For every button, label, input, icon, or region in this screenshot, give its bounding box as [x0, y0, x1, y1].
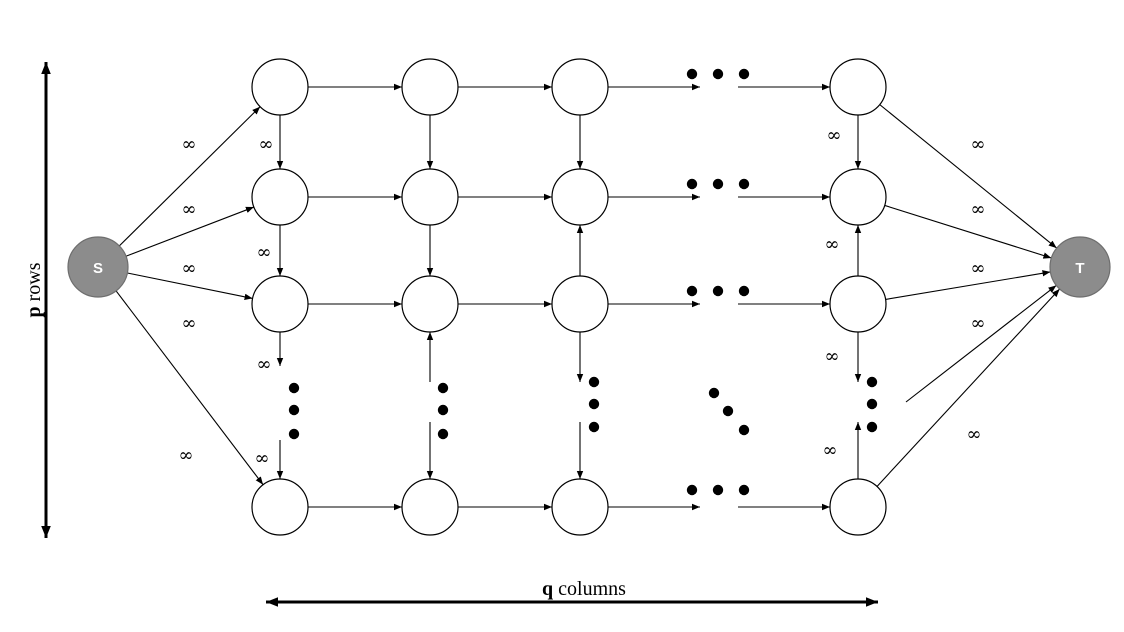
source-edge — [118, 106, 261, 247]
columns-axis: q columns — [266, 578, 878, 607]
ellipsis-dot — [437, 404, 449, 416]
ellipsis-dot — [686, 178, 698, 190]
grid-node — [551, 275, 609, 333]
sink-edge — [876, 288, 1061, 487]
infinity-capacity-label: ∞ — [255, 448, 270, 469]
sink-node-label: T — [1075, 260, 1084, 277]
ellipsis-dot — [708, 387, 720, 399]
ellipsis-dot — [866, 398, 878, 410]
ellipsis-dot — [738, 424, 750, 436]
grid-node — [251, 58, 309, 116]
ellipsis-dot — [722, 405, 734, 417]
infinity-capacity-label: ∞ — [179, 445, 194, 466]
grid-node — [551, 58, 609, 116]
source-edge — [127, 272, 253, 300]
infinity-capacity-label: ∞ — [823, 440, 838, 461]
grid-node — [401, 478, 459, 536]
ellipsis-layer — [288, 68, 878, 496]
ellipsis-dot — [686, 68, 698, 80]
ellipsis-dot — [686, 285, 698, 297]
infinity-capacity-label: ∞ — [182, 258, 197, 279]
sink-edge — [885, 270, 1051, 300]
grid-node — [551, 478, 609, 536]
sink-edge — [884, 204, 1052, 259]
capacity-labels-layer: ∞ ∞ ∞ ∞ ∞ ∞ ∞ ∞ ∞ ∞ ∞ ∞ ∞ ∞ ∞ ∞ ∞ ∞ — [179, 125, 986, 469]
ellipsis-dot — [866, 376, 878, 388]
infinity-capacity-label: ∞ — [827, 125, 842, 146]
grid-node — [551, 168, 609, 226]
infinity-capacity-label: ∞ — [257, 354, 272, 375]
rows-axis-text: rows — [23, 262, 45, 306]
columns-axis-text: columns — [553, 578, 626, 600]
ellipsis-dot — [712, 178, 724, 190]
rows-axis-letter: p — [23, 306, 45, 317]
infinity-capacity-label: ∞ — [257, 242, 272, 263]
ellipsis-dot — [588, 376, 600, 388]
ellipsis-dot — [738, 484, 750, 496]
edges-layer — [115, 83, 1061, 511]
grid-node — [829, 275, 887, 333]
infinity-capacity-label: ∞ — [825, 346, 840, 367]
infinity-capacity-label: ∞ — [825, 234, 840, 255]
grid-node — [401, 275, 459, 333]
rows-axis: p rows — [23, 62, 51, 538]
sink-node-circle — [1049, 236, 1111, 298]
ellipsis-dot — [866, 421, 878, 433]
ellipsis-dot — [588, 398, 600, 410]
grid-node — [829, 478, 887, 536]
rows-axis-label: p rows — [23, 262, 45, 317]
infinity-capacity-label: ∞ — [259, 134, 274, 155]
ellipsis-dot — [288, 404, 300, 416]
ellipsis-dot — [686, 484, 698, 496]
infinity-capacity-label: ∞ — [967, 424, 982, 445]
infinity-capacity-label: ∞ — [971, 313, 986, 334]
infinity-capacity-label: ∞ — [971, 134, 986, 155]
sink-node: T — [1049, 236, 1111, 298]
source-edge — [125, 206, 255, 257]
source-edge — [115, 290, 264, 486]
source-node: S — [67, 236, 129, 298]
grid-node — [401, 58, 459, 116]
ellipsis-dot — [738, 285, 750, 297]
source-node-label: S — [93, 260, 103, 277]
sink-edge-from-ellipsis — [905, 284, 1057, 403]
grid-node — [251, 478, 309, 536]
infinity-capacity-label: ∞ — [971, 199, 986, 220]
source-node-circle — [67, 236, 129, 298]
grid-node — [251, 168, 309, 226]
grid-node — [829, 168, 887, 226]
ellipsis-dot — [288, 428, 300, 440]
grid-node — [251, 275, 309, 333]
infinity-capacity-label: ∞ — [182, 134, 197, 155]
ellipsis-dot — [738, 178, 750, 190]
ellipsis-dot — [437, 428, 449, 440]
ellipsis-dot — [588, 421, 600, 433]
ellipsis-dot — [437, 382, 449, 394]
infinity-capacity-label: ∞ — [182, 313, 197, 334]
nodes-layer — [251, 58, 887, 536]
ellipsis-dot — [288, 382, 300, 394]
infinity-capacity-label: ∞ — [182, 199, 197, 220]
ellipsis-dot — [712, 68, 724, 80]
ellipsis-dot — [712, 484, 724, 496]
sink-edge — [879, 104, 1058, 249]
columns-axis-label: q columns — [542, 578, 626, 600]
columns-axis-letter: q — [542, 578, 553, 600]
grid-node — [401, 168, 459, 226]
ellipsis-dot — [712, 285, 724, 297]
grid-node — [829, 58, 887, 116]
infinity-capacity-label: ∞ — [971, 258, 986, 279]
ellipsis-dot — [738, 68, 750, 80]
